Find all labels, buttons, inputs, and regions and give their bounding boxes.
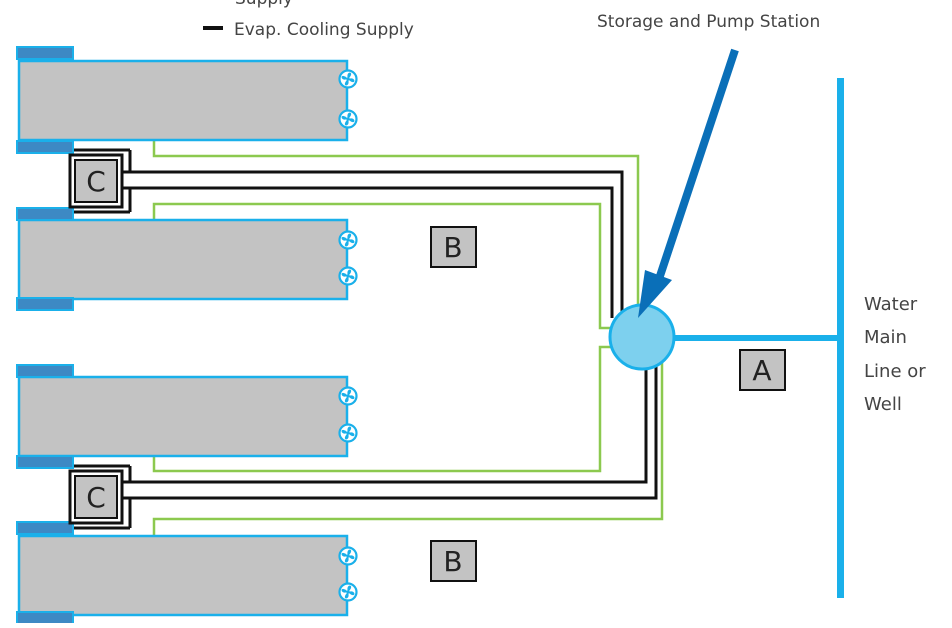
marker-a: A bbox=[739, 349, 786, 391]
marker-b-bottom: B bbox=[430, 540, 477, 582]
fan-icon bbox=[338, 109, 358, 129]
marker-c-top: C bbox=[68, 153, 124, 209]
water-source-label: Water Main Line or Well bbox=[864, 294, 926, 415]
poultry-house-4 bbox=[16, 521, 358, 625]
water-source-line-4: Well bbox=[864, 394, 902, 415]
fan-icon bbox=[338, 582, 358, 602]
fan-icon bbox=[338, 69, 358, 89]
water-source-line-2: Main bbox=[864, 327, 907, 348]
fan-icon bbox=[338, 266, 358, 286]
marker-b-top-letter: B bbox=[443, 231, 462, 264]
marker-a-letter: A bbox=[752, 354, 771, 387]
water-source-line-3: Line or bbox=[864, 361, 926, 382]
marker-c-bottom-letter: C bbox=[86, 481, 106, 514]
storage-arrow-icon bbox=[638, 48, 739, 318]
marker-c-top-letter: C bbox=[86, 165, 106, 198]
line-a-supply bbox=[672, 335, 842, 341]
legend-supply-label-clipped: Supply bbox=[235, 0, 293, 9]
legend-evap-swatch bbox=[203, 26, 223, 30]
fan-icon bbox=[338, 546, 358, 566]
legend-evap-label: Evap. Cooling Supply bbox=[234, 20, 414, 40]
fan-icon bbox=[338, 423, 358, 443]
marker-b-bottom-letter: B bbox=[443, 545, 462, 578]
fan-icon bbox=[338, 230, 358, 250]
water-source-line-1: Water bbox=[864, 294, 918, 315]
storage-pump-station-label: Storage and Pump Station bbox=[597, 12, 820, 32]
poultry-house-3 bbox=[16, 364, 358, 469]
pump-station-circle bbox=[608, 303, 676, 371]
poultry-house-2 bbox=[16, 207, 358, 311]
marker-c-bottom: C bbox=[68, 469, 124, 525]
poultry-house-1 bbox=[16, 46, 358, 154]
fan-icon bbox=[338, 386, 358, 406]
marker-b-top: B bbox=[430, 226, 477, 268]
